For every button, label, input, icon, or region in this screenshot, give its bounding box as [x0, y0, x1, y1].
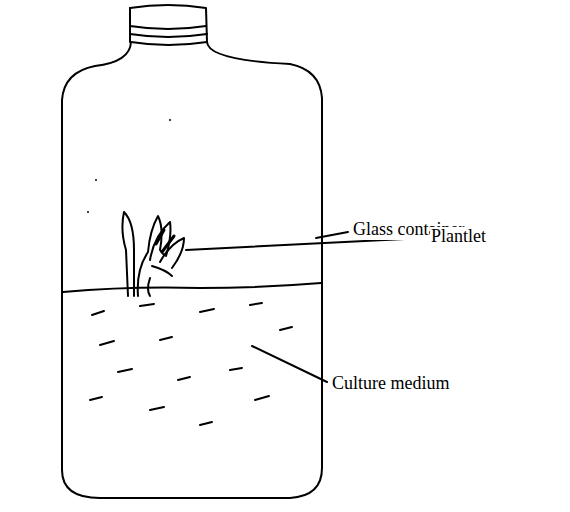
part-label: Plantlet: [430, 227, 487, 247]
part-label: Culture medium: [331, 374, 450, 394]
